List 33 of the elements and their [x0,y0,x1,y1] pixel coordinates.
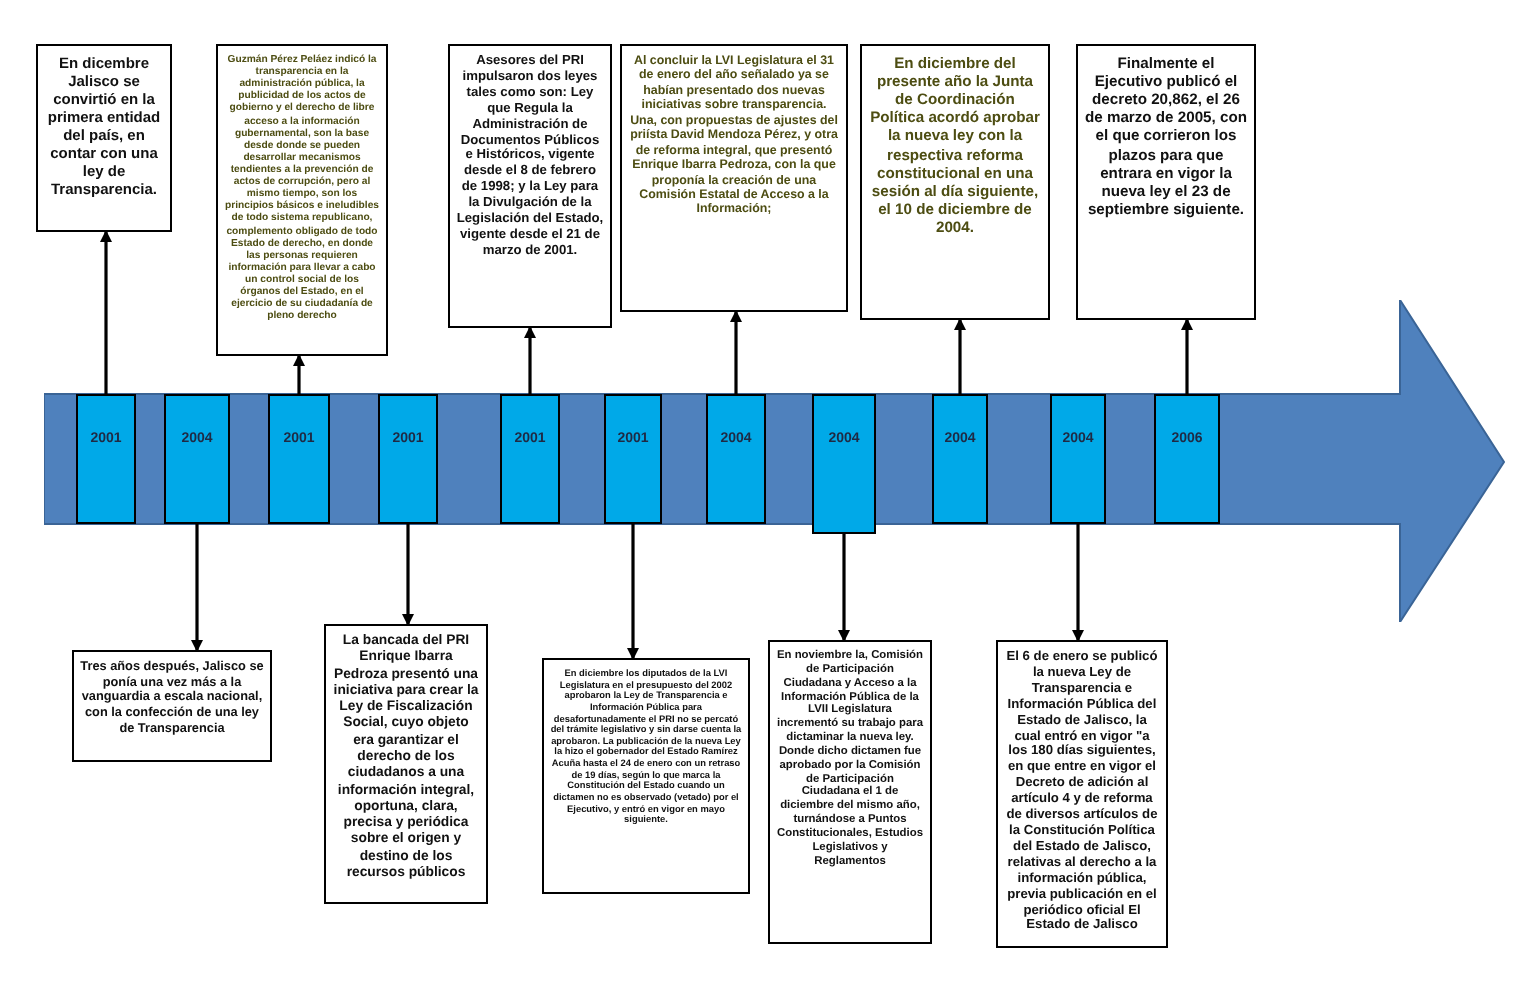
year-box [378,394,438,524]
connector-arrow [1181,318,1193,394]
event-box [216,44,388,356]
year-box [1050,394,1106,524]
connector-arrow [293,354,305,394]
event-box [72,650,272,762]
connector-arrow [524,326,536,394]
year-box [706,394,766,524]
year-box [268,394,330,524]
event-box [542,658,750,894]
connector-arrow [954,318,966,394]
connector-arrow [100,230,112,394]
connector-arrow [1072,524,1084,642]
connector-arrow [191,524,203,652]
connector-arrow [627,524,639,660]
event-box [996,640,1168,948]
year-box [932,394,988,524]
event-box [860,44,1050,320]
connector-arrow [730,310,742,394]
event-box [620,44,848,312]
year-box [76,394,136,524]
event-box [768,640,932,944]
event-box [1076,44,1256,320]
event-box [324,624,488,904]
year-box [164,394,230,524]
connector-arrow [838,534,850,642]
year-box [812,394,876,534]
connector-arrow [402,524,414,626]
year-box [604,394,662,524]
year-box [500,394,560,524]
event-box [36,44,172,232]
event-box [448,44,612,328]
year-box [1154,394,1220,524]
